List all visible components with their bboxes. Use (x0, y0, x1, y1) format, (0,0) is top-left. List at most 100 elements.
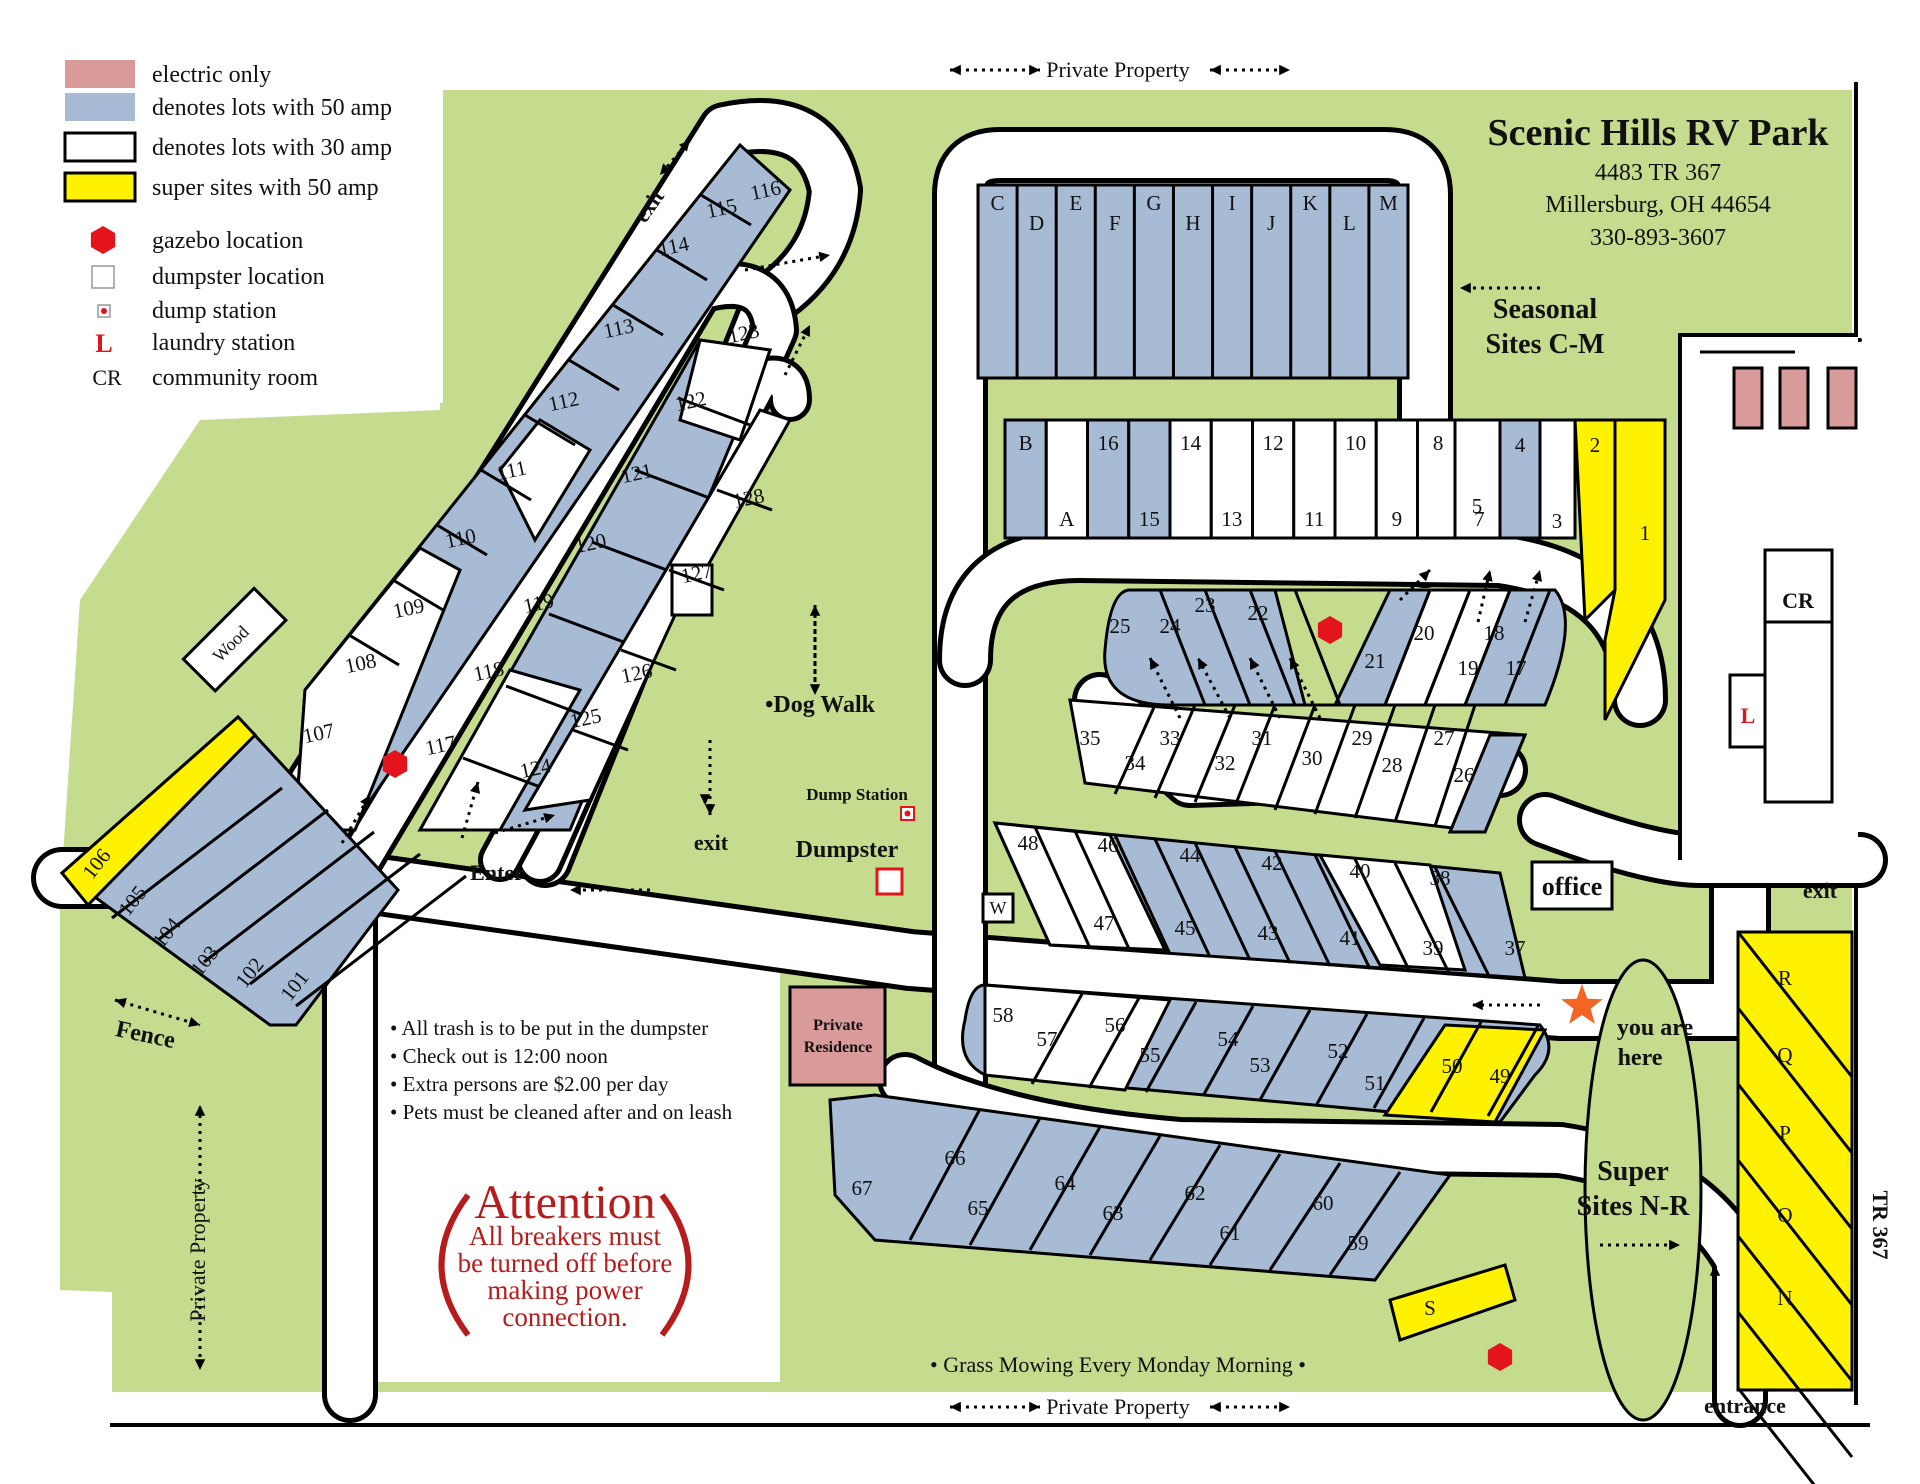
lot-divider (1073, 830, 1132, 952)
lot-divider (1208, 1153, 1282, 1266)
arrow-head (818, 251, 830, 263)
lot-divider (1353, 858, 1412, 973)
lot-divider (1293, 589, 1342, 706)
lot-number-57: 57 (1037, 1027, 1058, 1051)
left-strip-2-white (417, 668, 583, 832)
legend-swatch (63, 171, 137, 203)
lot-divider (505, 684, 587, 718)
lot-divider (1503, 589, 1552, 706)
arrow-head (800, 325, 810, 337)
lot-I: I (1229, 191, 1236, 215)
lot-divider (157, 808, 329, 942)
lot-divider (968, 1117, 1042, 1246)
lot-number-O: O (1777, 1203, 1792, 1227)
arrow-head (1418, 570, 1430, 582)
lot-divider (1423, 589, 1472, 706)
lot-divider (1153, 838, 1212, 958)
lot-number-N: N (1777, 1286, 1792, 1310)
lot-number-28: 28 (1382, 753, 1403, 777)
lot-number-66: 66 (945, 1146, 966, 1170)
lot-divider (348, 633, 400, 667)
lot-number-20: 20 (1414, 621, 1435, 645)
attention-line: be turned off before (458, 1248, 673, 1278)
left-strip-2-white2 (678, 338, 772, 442)
lot-number-1: 1 (1640, 521, 1651, 545)
legend-gazebo-icon (90, 226, 116, 254)
arrow-head (194, 1105, 206, 1116)
lot-divider (462, 756, 544, 790)
dumpster-label: Dumpster (796, 837, 899, 863)
dump-station-dot (904, 810, 911, 817)
lot-C: C (991, 191, 1005, 215)
lot-divider (1372, 1017, 1426, 1109)
legend-dumpster-icon (91, 265, 115, 289)
arrow-head (679, 140, 690, 152)
lot-number-4: 4 (1515, 433, 1526, 457)
arrow-head (543, 813, 555, 824)
lot-number-67: 67 (852, 1176, 873, 1200)
legend-label: denotes lots with 50 amp (152, 95, 392, 121)
lot-number-19: 19 (1458, 656, 1479, 680)
attention-line: connection. (502, 1302, 627, 1332)
lot-number-50: 50 (1442, 1054, 1463, 1078)
lot-number-41: 41 (1340, 926, 1361, 950)
lot-divider (436, 523, 488, 557)
lot-L: L (1343, 211, 1356, 235)
lot-divider (1268, 1162, 1342, 1271)
lot-divider (1315, 1013, 1369, 1105)
lot-E: E (1069, 191, 1082, 215)
loop-arrow (494, 813, 556, 835)
arrow-head (1198, 658, 1208, 670)
oval-arrow (1196, 657, 1232, 719)
lot-number-48: 48 (1018, 831, 1039, 855)
lot-divider (249, 852, 421, 986)
rule-line: • All trash is to be put in the dumpster (390, 1016, 708, 1040)
lot-divider (572, 728, 629, 752)
lot-number-24: 24 (1160, 614, 1182, 638)
lot-number-18: 18 (1484, 621, 1505, 645)
private-property-left: Private Property (185, 1178, 210, 1322)
community-room-building (1763, 548, 1834, 804)
lot-106 (59, 714, 258, 908)
lot-J: J (1267, 211, 1275, 235)
you-are-here-star-icon (1561, 984, 1603, 1024)
lot-divider (1328, 1171, 1402, 1276)
park-city: Millersburg, OH 44654 (1545, 192, 1771, 218)
attention-title: Attention (474, 1176, 655, 1229)
lot-divider (612, 303, 664, 337)
lot-divider (1736, 1311, 1854, 1458)
legend-label: electric only (152, 62, 271, 88)
loop-arrow (783, 324, 812, 376)
lot-number-58: 58 (993, 1003, 1014, 1027)
lot-number-34: 34 (1125, 751, 1147, 775)
legend-label: community room (152, 365, 318, 391)
park-address: 4483 TR 367 (1595, 160, 1721, 186)
lot-number-63: 63 (1103, 1201, 1124, 1225)
legend-label: laundry station (152, 330, 295, 356)
lot-divider (1486, 1025, 1540, 1117)
lot-divider (1258, 1009, 1312, 1101)
lot-divider (1433, 866, 1492, 979)
lot-number-5: 5 (1472, 494, 1483, 518)
lot-number-25: 25 (1110, 614, 1131, 638)
lot-number-13: 13 (1221, 507, 1242, 531)
laundry-building (1728, 673, 1767, 749)
lot-divider (1158, 589, 1207, 706)
lot-number-49: 49 (1490, 1064, 1511, 1088)
attention-line: All breakers must (469, 1221, 661, 1251)
lot-divider (1193, 842, 1252, 961)
legend-label: dump station (152, 298, 277, 324)
lot-number-2: 2 (1590, 433, 1601, 457)
lot-number-16: 16 (1098, 431, 1119, 455)
lot-divider (1463, 589, 1512, 706)
lot-number-47: 47 (1094, 911, 1115, 935)
office-label: office (1542, 872, 1603, 901)
lot-number-3: 3 (1552, 509, 1563, 533)
lot-number-17: 17 (1506, 656, 1527, 680)
arrow-head (194, 1359, 206, 1370)
lot-divider (524, 413, 576, 447)
left-strip-1-white2 (498, 418, 593, 544)
lot-number-44: 44 (1180, 843, 1202, 867)
lot-divider (908, 1108, 982, 1241)
